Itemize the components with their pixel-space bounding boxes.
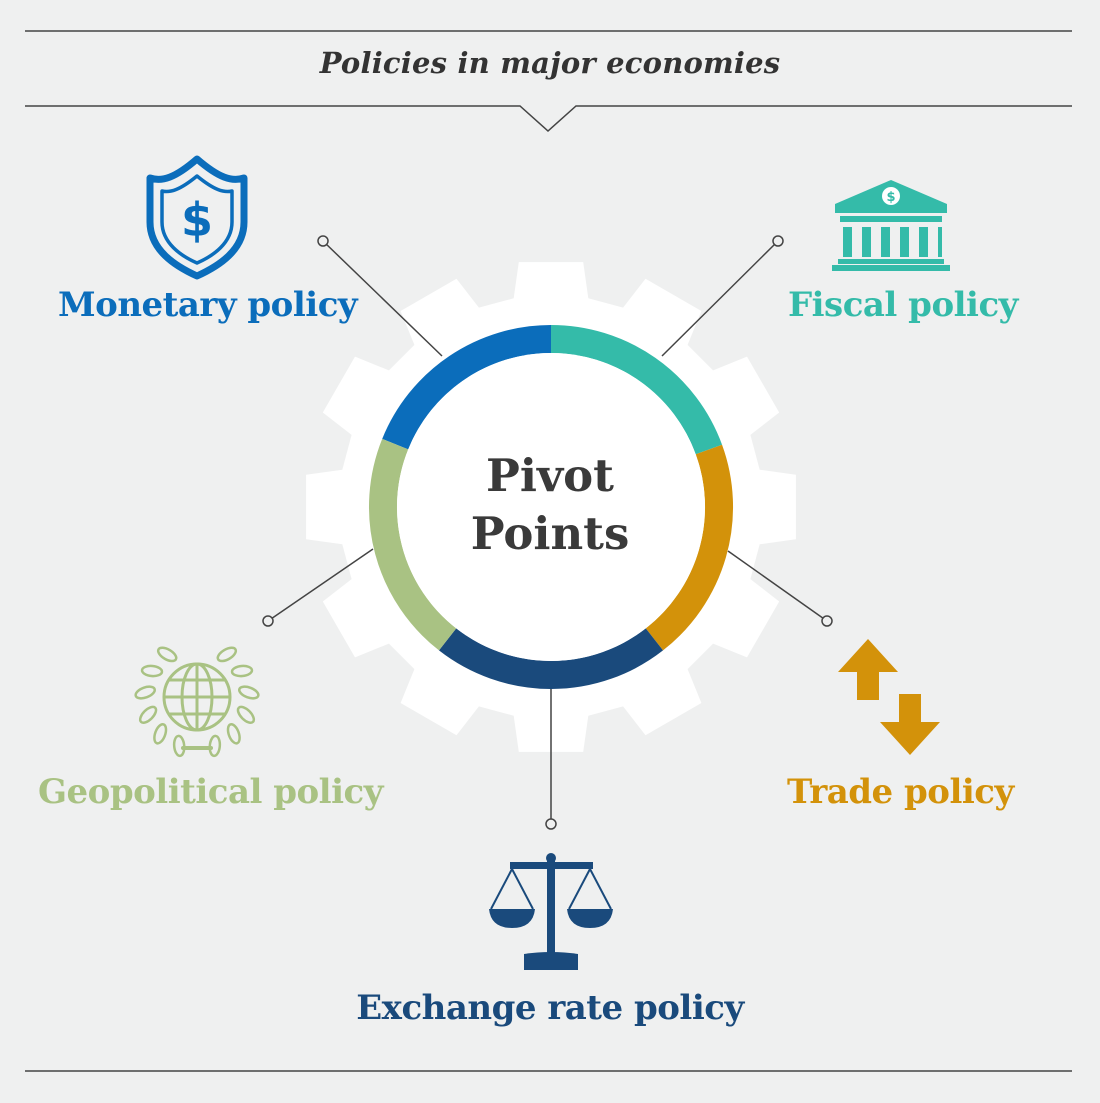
ring-segment-exchange [438, 628, 664, 689]
ring-segment-monetary [382, 325, 552, 450]
svg-text:$: $ [886, 190, 895, 205]
connector-dot-fiscal [772, 235, 784, 247]
center-ring [369, 325, 733, 689]
connector-dot-geopolitical [262, 615, 274, 627]
laurel-leaf [226, 722, 241, 745]
header-bottom-rule-pointer [25, 105, 1072, 133]
connector-dot-trade [821, 615, 833, 627]
laurel-leaf [153, 722, 168, 745]
laurel-leaf [140, 664, 164, 678]
laurel-leaf [138, 705, 158, 724]
connector-dot-exchange [545, 818, 557, 830]
up-down-arrows-icon [838, 639, 940, 755]
ring-segment-geopolitical [369, 438, 457, 651]
ring-segment-trade [645, 444, 733, 651]
connector-trade [727, 550, 828, 622]
label-trade-policy: Trade policy [787, 772, 1014, 812]
laurel-leaf [237, 685, 260, 700]
connector-geopolitical [267, 548, 374, 622]
balance-scale-icon [489, 853, 613, 970]
svg-text:$: $ [181, 193, 213, 247]
laurel-leaf [156, 646, 178, 663]
globe-laurel-icon [134, 646, 260, 758]
center-title-line-2: Points [470, 507, 630, 560]
connector-monetary [322, 240, 443, 357]
label-monetary-policy: Monetary policy [58, 285, 358, 325]
shield-dollar-icon: $ [146, 155, 248, 280]
connector-dot-monetary [317, 235, 329, 247]
center-disc [397, 353, 705, 661]
laurel-leaf [236, 705, 256, 724]
laurel-leaf [216, 646, 238, 663]
laurel-leaf [230, 664, 254, 678]
header-title: Policies in major economies [319, 46, 781, 80]
bank-building-icon: $ [832, 180, 950, 271]
center-title-line-1: Pivot [486, 449, 614, 502]
label-fiscal-policy: Fiscal policy [788, 285, 1018, 325]
laurel-leaf [134, 685, 157, 700]
connector-fiscal [661, 240, 779, 357]
ring-segment-fiscal [550, 325, 723, 455]
label-geopolitical-policy: Geopolitical policy [38, 772, 383, 812]
center-title: Pivot Points [430, 447, 670, 563]
laurel-leaf [208, 734, 222, 758]
label-exchange-rate-policy: Exchange rate policy [356, 988, 744, 1028]
connectors [262, 235, 833, 830]
laurel-leaf [172, 734, 186, 758]
